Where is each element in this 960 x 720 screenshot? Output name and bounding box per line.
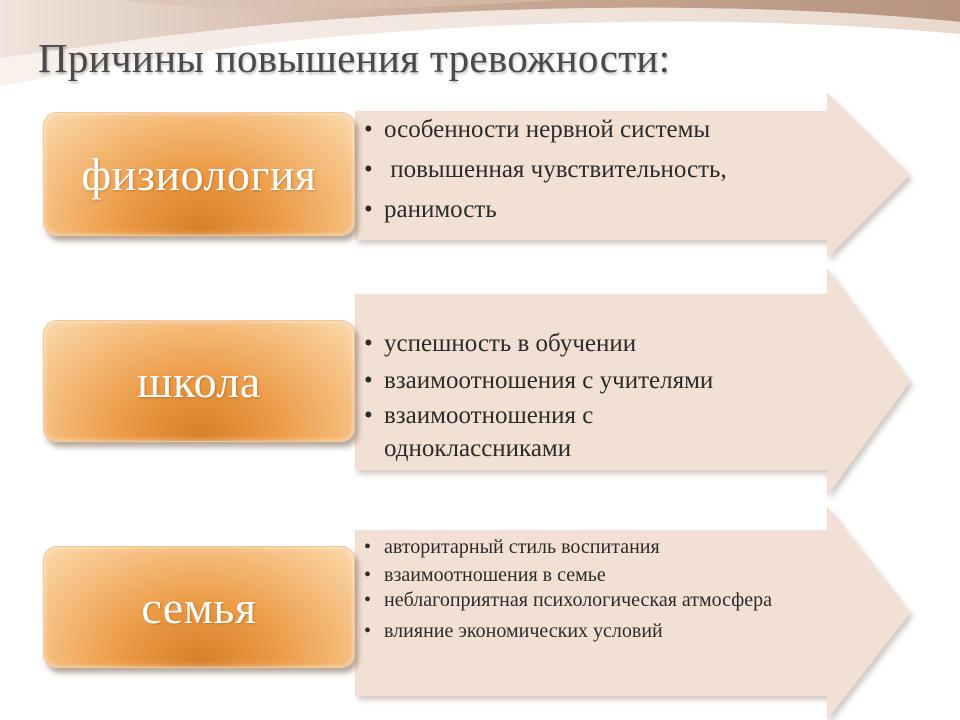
list-item: ранимость	[358, 190, 727, 230]
category-box: физиология	[43, 112, 355, 236]
cause-list: особенности нервной системы повышенная ч…	[358, 110, 727, 230]
cause-list: успешность в обучении взаимоотношения с …	[358, 325, 713, 465]
list-item: повышенная чувствительность,	[358, 150, 727, 190]
cause-list: авторитарный стиль воспитания взаимоотно…	[358, 533, 798, 645]
list-item: взаимоотношения с одноклассниками	[358, 399, 668, 465]
slide-title: Причины повышения тревожности:	[38, 35, 671, 81]
list-item: влияние экономических условий	[358, 617, 798, 645]
list-item: взаимоотношения в семье	[358, 561, 798, 589]
category-label: физиология	[81, 148, 317, 200]
category-box: семья	[43, 546, 355, 668]
category-label: семья	[141, 581, 257, 633]
list-item: авторитарный стиль воспитания	[358, 533, 798, 561]
category-box: школа	[43, 320, 355, 442]
list-item: особенности нервной системы	[358, 110, 727, 150]
list-item: неблагоприятная психологическая атмосфер…	[358, 589, 779, 617]
category-label: школа	[137, 355, 261, 407]
list-item: взаимоотношения с учителями	[358, 362, 713, 399]
list-item: успешность в обучении	[358, 325, 668, 362]
